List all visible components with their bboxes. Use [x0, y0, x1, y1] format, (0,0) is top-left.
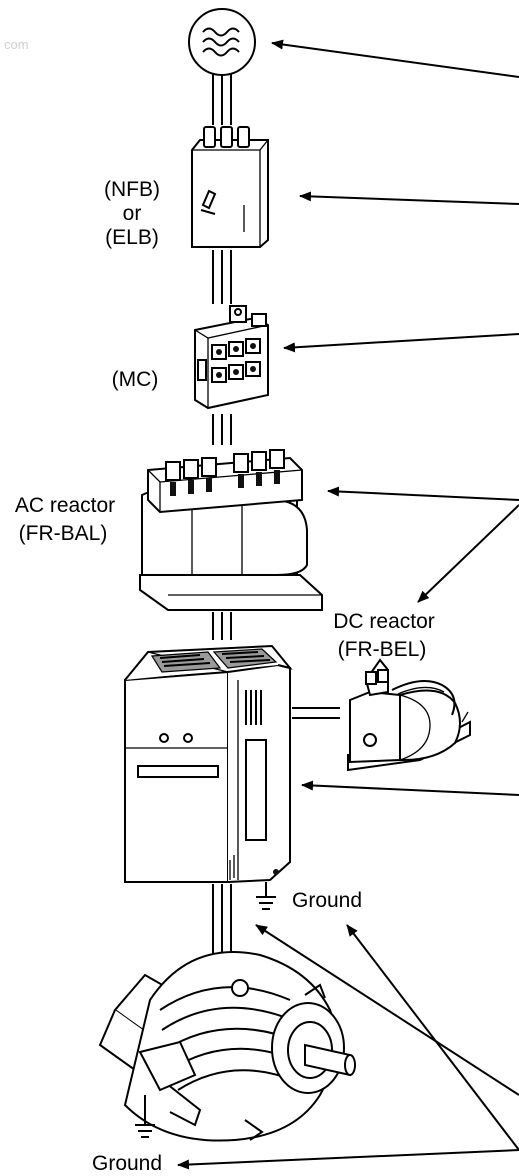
label-dc-reactor-model: (FR-BEL)	[338, 638, 427, 661]
label-ac-reactor-model: (FR-BAL)	[19, 522, 108, 545]
label-elb: (ELB)	[105, 226, 159, 249]
motor-icon	[98, 951, 356, 1142]
dc-reactor-icon	[292, 658, 471, 772]
callout-arrows	[177, 39, 519, 1170]
breaker-icon	[191, 126, 269, 248]
inverter-icon	[124, 644, 293, 910]
label-nfb: (NFB)	[104, 178, 160, 201]
label-or: or	[123, 202, 142, 225]
label-mc: (MC)	[112, 368, 159, 391]
label-ground-inverter: Ground	[292, 889, 362, 912]
label-ac-reactor: AC reactor	[15, 494, 115, 517]
label-ground-motor: Ground	[92, 1152, 162, 1175]
ac-reactor-icon	[139, 449, 323, 611]
main-wiring-lines	[212, 64, 232, 955]
arrow-ac-reactor	[327, 486, 519, 501]
arrow-inverter	[301, 780, 519, 796]
arrow-dc-reactor	[417, 504, 519, 603]
arrow-power-supply	[271, 39, 519, 78]
label-dc-reactor: DC reactor	[333, 610, 435, 633]
arrow-breaker	[299, 191, 519, 205]
arrow-contactor	[283, 333, 519, 353]
watermark-text: com	[4, 37, 29, 52]
contactor-icon	[194, 305, 269, 410]
power-supply-icon	[188, 8, 256, 76]
arrow-wiring	[255, 924, 519, 1096]
arrow-ground-motor	[177, 1149, 519, 1170]
labels: (NFB) or (ELB) (MC) AC reactor (FR-BAL) …	[15, 178, 435, 1175]
arrow-ground-inverter	[346, 924, 519, 1151]
